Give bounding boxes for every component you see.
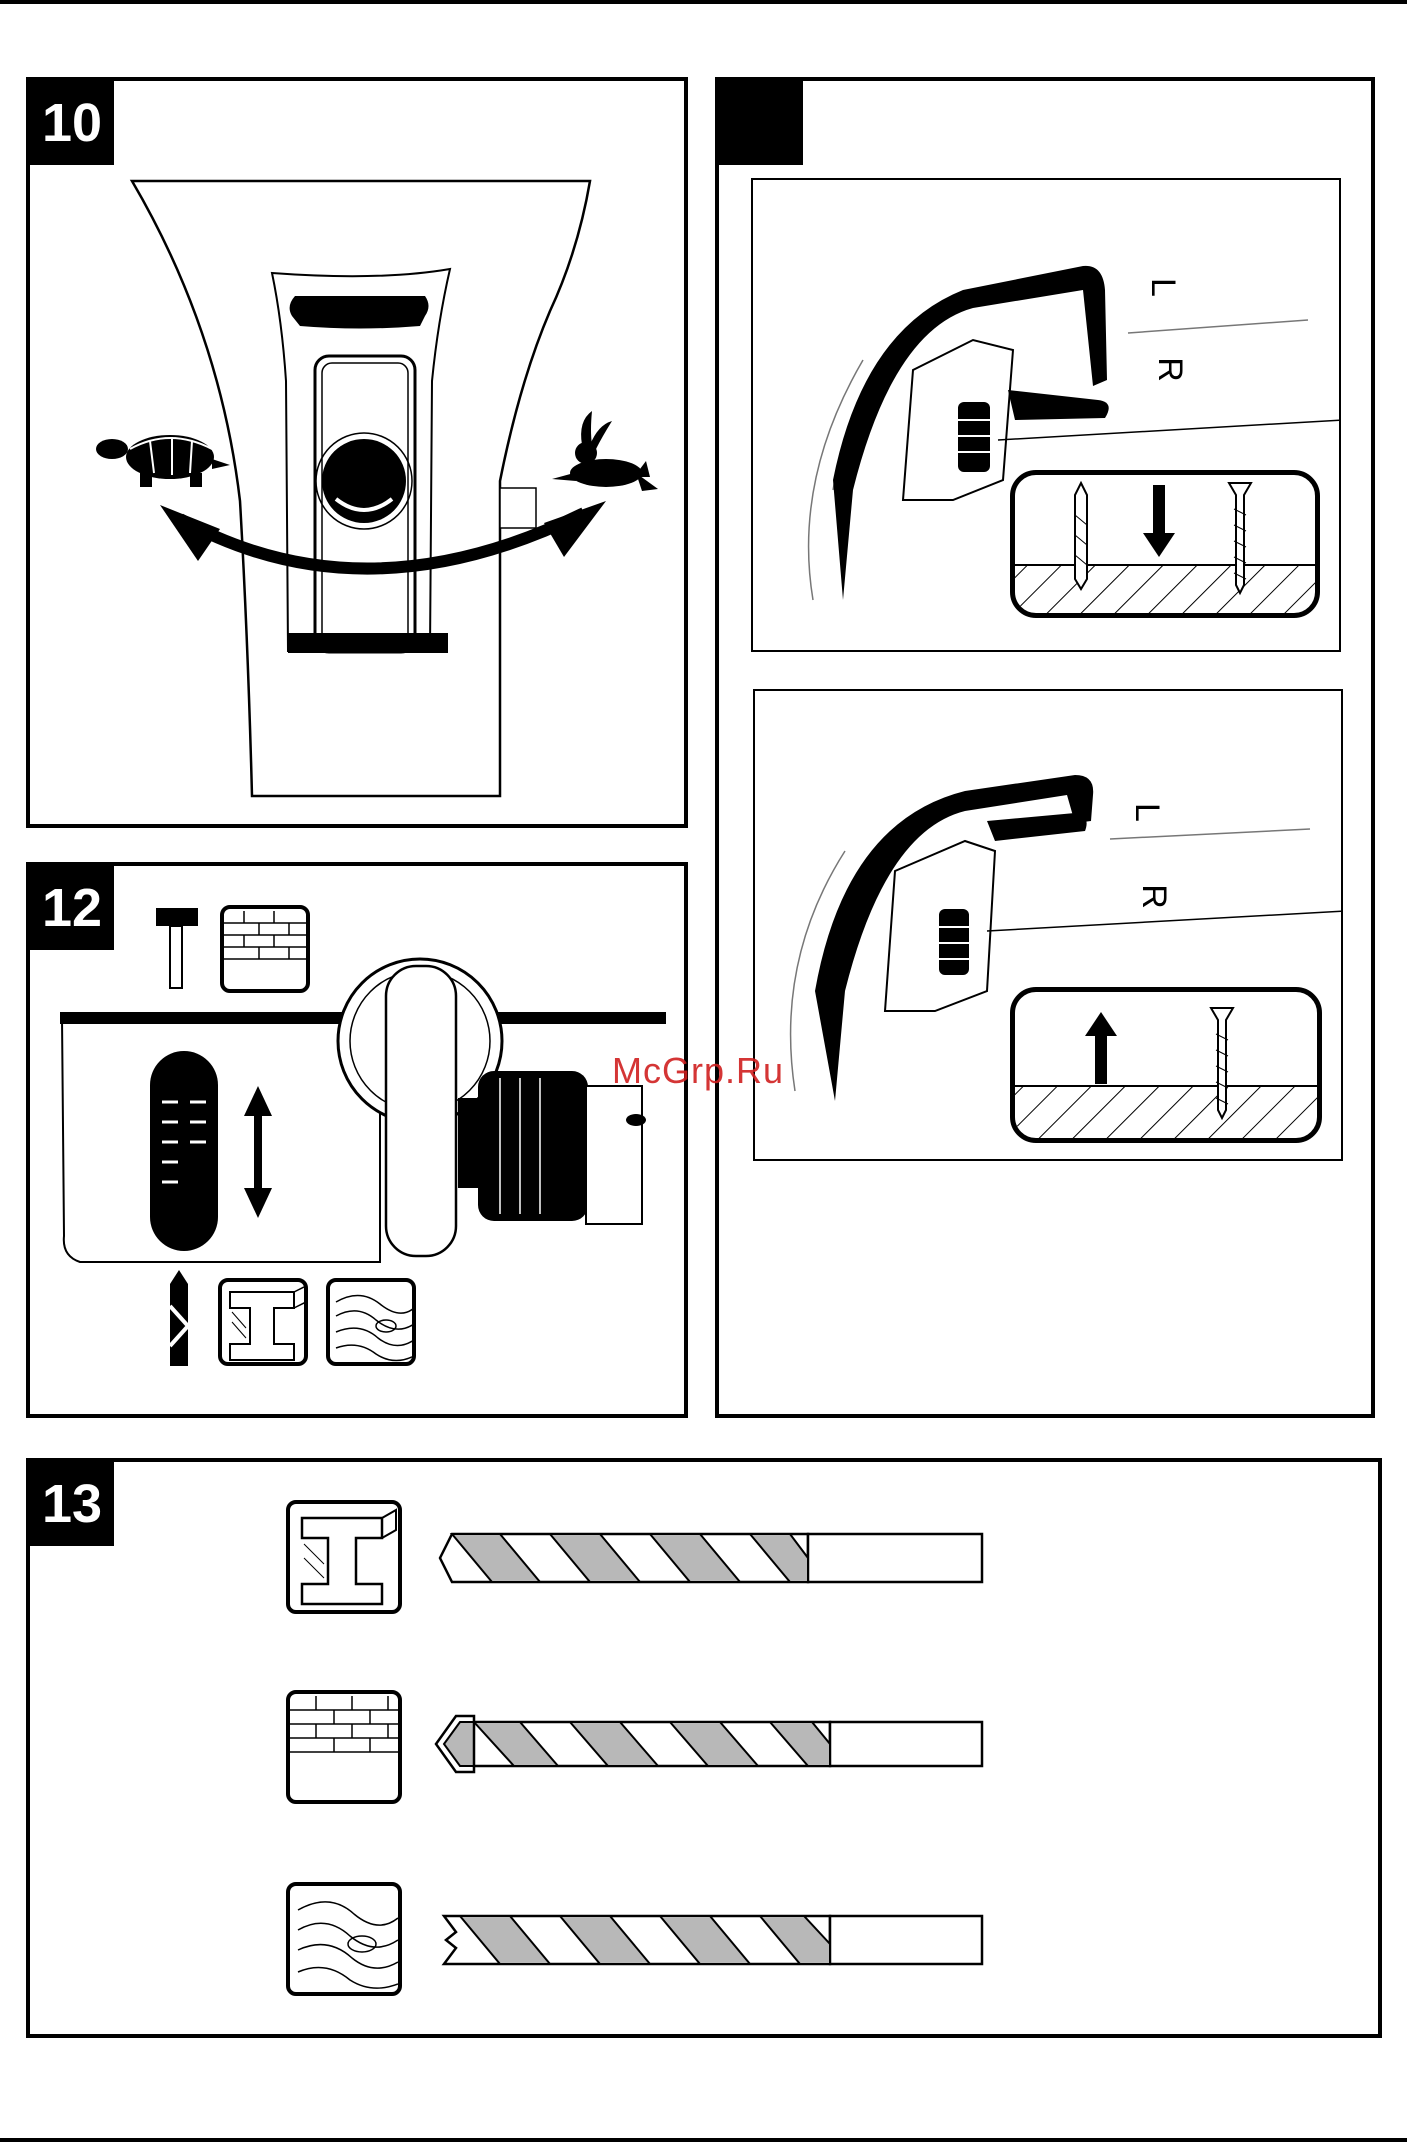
speed-selector-illustration bbox=[30, 81, 692, 832]
right-label: R bbox=[1134, 884, 1173, 909]
right-label: R bbox=[1150, 357, 1189, 382]
left-label: L bbox=[1143, 278, 1182, 297]
wood-block-icon bbox=[326, 1278, 416, 1366]
masonry-wall-icon bbox=[220, 905, 310, 993]
hare-fast-icon bbox=[552, 411, 658, 491]
tortoise-slow-icon bbox=[96, 435, 230, 487]
wood-block-icon bbox=[286, 1882, 402, 1996]
screw-out-inset bbox=[1010, 987, 1322, 1143]
figure-number-badge: 13 bbox=[30, 1462, 114, 1546]
figure-13-panel: 13 bbox=[26, 1458, 1382, 2038]
figure-10-panel: 10 bbox=[26, 77, 688, 828]
top-rule bbox=[0, 0, 1407, 4]
wood-drill-bit bbox=[430, 1910, 990, 1970]
figure-12-panel: 12 bbox=[26, 862, 688, 1418]
forward-rotation-panel: L R bbox=[751, 178, 1341, 652]
figure-number-badge bbox=[719, 81, 803, 165]
figure-11-panel: L R bbox=[715, 77, 1375, 1418]
masonry-drill-bit bbox=[430, 1708, 990, 1778]
hammer-icon bbox=[156, 908, 198, 988]
watermark-text: McGrp.Ru bbox=[612, 1050, 784, 1092]
metal-drill-bit bbox=[430, 1528, 990, 1588]
left-label: L bbox=[1127, 803, 1166, 822]
screw-in-inset bbox=[1010, 470, 1320, 618]
bottom-rule bbox=[0, 2138, 1407, 2142]
steel-beam-icon bbox=[218, 1278, 308, 1366]
reverse-rotation-panel: L R bbox=[753, 689, 1343, 1161]
arrow-up-icon bbox=[1085, 1012, 1117, 1084]
drill-bit-icon bbox=[170, 1270, 188, 1366]
masonry-wall-icon bbox=[286, 1690, 402, 1804]
drill-bit-icon bbox=[1075, 483, 1087, 589]
steel-beam-icon bbox=[286, 1500, 402, 1614]
arrow-down-icon bbox=[1143, 485, 1175, 557]
